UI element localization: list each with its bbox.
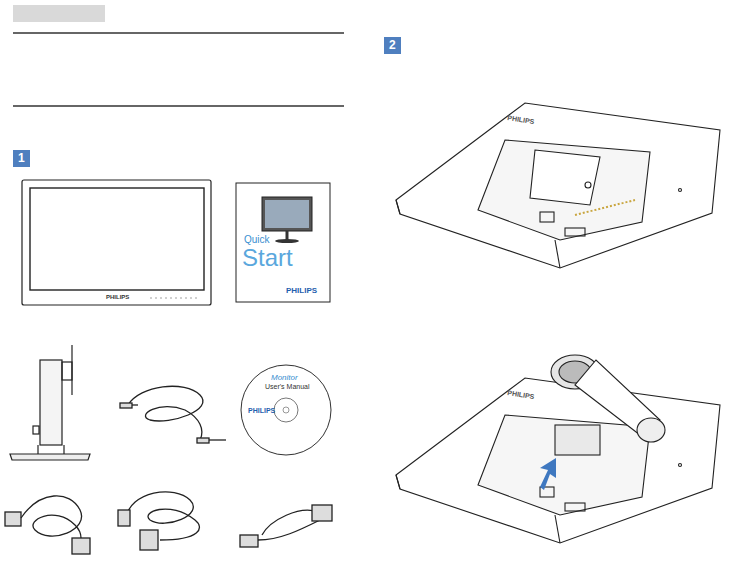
stand — [10, 345, 90, 460]
rule — [13, 105, 344, 107]
dvi-cable — [240, 505, 332, 547]
booklet-picture — [236, 183, 330, 302]
node-text: Start — [242, 245, 293, 271]
booklet-cover: QuickStartPHILIPS — [236, 183, 330, 302]
node-text: 1 — [18, 152, 25, 165]
monitor-back — [396, 103, 720, 268]
monitor-front — [22, 180, 211, 305]
vga-cable — [118, 492, 199, 550]
cd-disc — [241, 365, 331, 455]
insert-arrow — [540, 458, 556, 490]
power-cord — [5, 496, 90, 554]
step-badge: 2 — [384, 37, 401, 54]
brand-logo: PHILIPS — [106, 294, 129, 301]
node-text: User's Manual — [265, 383, 310, 391]
node-text: Quick — [244, 234, 270, 245]
cd-label: MonitorUser's ManualPHILIPS — [241, 365, 331, 455]
monitor-back-stand — [396, 355, 720, 543]
step-badge: 1 — [13, 150, 30, 167]
audio-cable — [120, 386, 226, 443]
header-tab — [13, 5, 105, 22]
node-text: PHILIPS — [248, 407, 275, 415]
node-text: PHILIPS — [286, 287, 317, 296]
node-text: 2 — [389, 39, 396, 52]
node-text: Monitor — [271, 374, 298, 383]
rule — [13, 32, 344, 34]
